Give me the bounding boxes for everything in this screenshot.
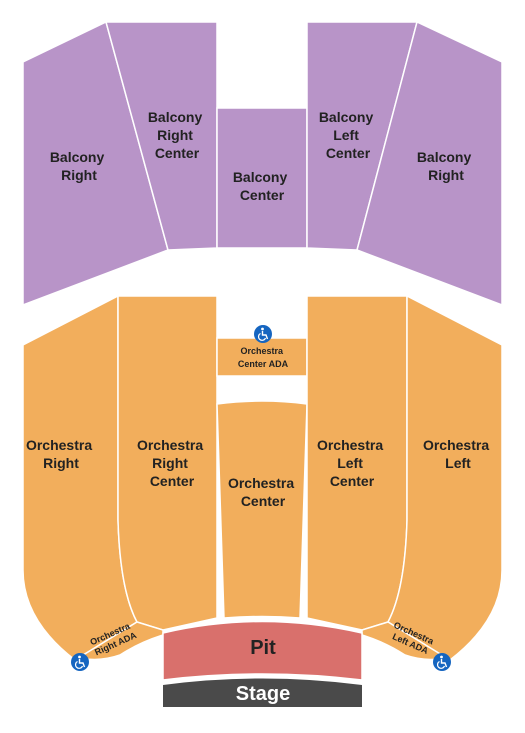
section-balcony-right-outer-2[interactable] <box>356 20 503 307</box>
section-orchestra-center-ada[interactable] <box>216 337 308 377</box>
label-pit: Pit <box>250 637 276 659</box>
section-orchestra-center[interactable] <box>216 400 308 619</box>
label-orchestra-right: Orchestra Right <box>26 437 96 471</box>
label-orchestra-left: Orchestra Left <box>423 437 493 471</box>
wheelchair-icon <box>433 653 451 671</box>
label-stage: Stage <box>236 683 290 705</box>
wheelchair-icon <box>71 653 89 671</box>
label-balcony-right-outer-2: Balcony Right <box>417 149 475 183</box>
section-orchestra-right-center[interactable] <box>117 295 218 631</box>
stage <box>163 678 362 707</box>
wheelchair-icon <box>254 325 272 343</box>
section-pit[interactable] <box>162 620 363 681</box>
label-balcony-right-outer: Balcony Right <box>50 149 108 183</box>
label-orchestra-left-center: Orchestra Left Center <box>317 437 387 489</box>
label-orchestra-center-ada: Orchestra Center ADA <box>238 346 289 369</box>
label-balcony-right-center: Balcony Right Center <box>148 109 206 161</box>
label-orchestra-right-center: Orchestra Right Center <box>137 437 207 489</box>
label-balcony-left-center: Balcony Left Center <box>319 109 377 161</box>
label-orchestra-center: Orchestra Center <box>228 475 298 509</box>
label-balcony-center: Balcony Center <box>233 169 291 203</box>
